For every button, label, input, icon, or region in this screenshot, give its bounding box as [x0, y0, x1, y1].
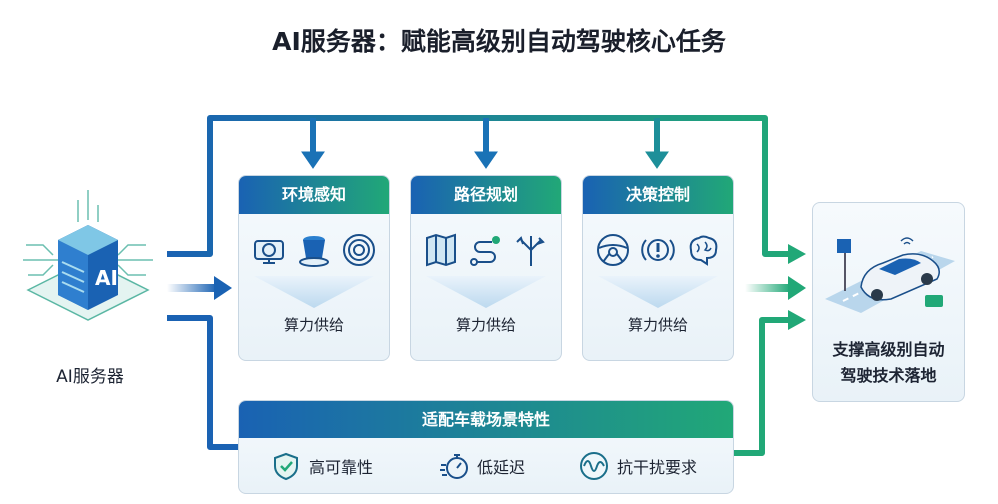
steering-wheel-icon	[597, 234, 630, 266]
server-to-modules-arrow	[167, 284, 217, 292]
outcome-card: 支撑高级别自动 驾驶技术落地	[812, 202, 965, 402]
requirement-label: 抗干扰要求	[617, 458, 698, 477]
ai-server-illustration: AI	[18, 180, 158, 330]
module-title: 决策控制	[583, 176, 733, 214]
module-card-decision: 决策控制 算力供给	[582, 175, 734, 361]
page-title: AI服务器：赋能高级别自动驾驶核心任务	[272, 27, 726, 56]
outcome-text: 支撑高级别自动 驾驶技术落地	[813, 337, 964, 389]
map-icon	[426, 233, 457, 267]
requirement-label: 高可靠性	[309, 458, 374, 477]
outcome-line-1: 支撑高级别自动	[832, 340, 945, 359]
requirement-item: 高可靠性	[271, 451, 373, 481]
stopwatch-icon	[440, 454, 468, 479]
module-title: 路径规划	[411, 176, 561, 214]
module-card-perception: 环境感知 算力供给	[238, 175, 390, 361]
wave-icon	[580, 452, 608, 480]
fork-arrow-icon	[515, 236, 545, 266]
arrow-down-perception	[301, 151, 325, 169]
bottom-flow-line-right	[734, 317, 790, 456]
compute-supply-label: 算力供给	[627, 316, 688, 334]
lidar-icon	[298, 236, 329, 267]
requirement-item: 抗干扰要求	[579, 451, 697, 481]
compute-funnel	[426, 276, 546, 308]
arrow-to-outcome-top	[788, 244, 806, 264]
autonomous-car-illustration	[825, 237, 955, 313]
compute-funnel	[598, 276, 718, 308]
outcome-line-2: 驾驶技术落地	[840, 366, 937, 385]
arrow-down-planning	[474, 151, 498, 169]
modules-to-outcome-arrow	[745, 284, 790, 292]
requirements-panel: 适配车载场景特性 高可靠性 低延迟 抗干扰要求	[238, 400, 734, 494]
module-card-planning: 路径规划 算力供给	[410, 175, 562, 361]
requirements-title: 适配车载场景特性	[239, 401, 733, 438]
ai-server-label: AI服务器	[56, 367, 124, 387]
bottom-flow-line-left	[167, 315, 238, 450]
requirement-label: 低延迟	[477, 458, 526, 477]
arrow-down-decision	[645, 151, 669, 169]
compute-funnel	[254, 276, 374, 308]
server-ai-badge: AI	[95, 266, 118, 290]
requirement-item: 低延迟	[439, 451, 525, 481]
compute-supply-label: 算力供给	[455, 316, 516, 334]
brain-icon	[689, 235, 717, 266]
compute-supply-label: 算力供给	[283, 316, 344, 334]
radar-icon	[342, 234, 375, 266]
camera-icon	[254, 240, 285, 264]
shield-check-icon	[274, 452, 298, 481]
brake-warning-icon	[641, 239, 675, 261]
route-icon	[469, 236, 500, 266]
module-title: 环境感知	[239, 176, 389, 214]
